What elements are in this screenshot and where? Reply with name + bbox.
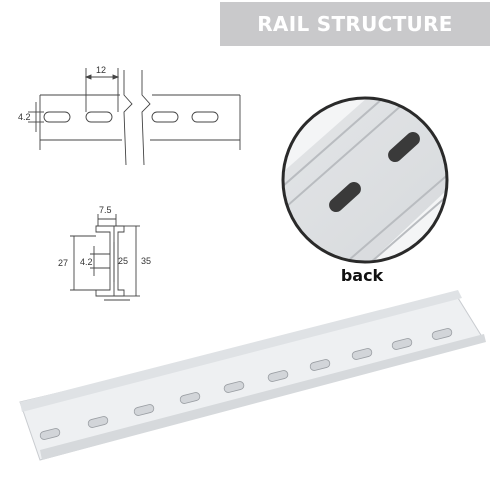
top-width-label: 7.5 — [99, 205, 112, 215]
flange-height-label: 27 — [58, 258, 68, 268]
rail-top-flange — [20, 290, 462, 412]
profile-slot-label: 4.2 — [80, 257, 93, 267]
rail-slot — [267, 370, 289, 382]
title-banner: RAIL STRUCTURE — [220, 2, 490, 46]
rail-slot — [179, 392, 201, 404]
rail-slot — [133, 404, 155, 416]
slot — [191, 111, 219, 123]
detail-slot — [329, 181, 361, 213]
slot — [43, 111, 71, 123]
rail-slot — [431, 328, 453, 340]
rail-slot — [39, 428, 61, 440]
slot — [85, 111, 113, 123]
detail-slot — [388, 131, 420, 163]
back-caption: back — [340, 266, 384, 285]
pitch-label: 12 — [96, 65, 106, 75]
slot-height-label: 4.2 — [18, 112, 31, 122]
rail-slot — [87, 416, 109, 428]
break-mark-left — [123, 70, 133, 166]
break-mark-right — [141, 70, 151, 166]
rail-base — [19, 297, 485, 461]
banner-title: RAIL STRUCTURE — [257, 12, 453, 36]
rail-slot — [223, 381, 245, 393]
rail-slot — [309, 359, 331, 371]
rail-slot — [391, 338, 413, 350]
rail-bottom-flange — [40, 334, 486, 460]
profile-outline — [95, 225, 115, 297]
slot — [151, 111, 179, 123]
outer-height-label: 35 — [141, 256, 151, 266]
rail-slot — [351, 348, 373, 360]
inner-height-label: 25 — [118, 256, 128, 266]
